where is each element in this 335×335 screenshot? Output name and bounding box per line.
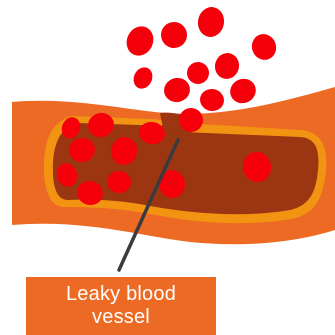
blood-cell	[198, 87, 225, 113]
leaky-blood-vessel-label: Leaky blood vessel	[26, 277, 216, 335]
blood-cell	[122, 22, 158, 60]
blood-cell	[212, 50, 242, 81]
blood-cell	[179, 108, 203, 132]
blood-cell	[248, 31, 279, 64]
blood-cell	[159, 20, 189, 50]
blood-cell	[187, 62, 209, 84]
label-line-1: Leaky blood	[66, 283, 176, 306]
blood-cell	[196, 5, 227, 39]
blood-cell	[130, 64, 156, 92]
blood-cell	[226, 75, 260, 108]
blood-cell	[161, 75, 192, 105]
label-line-2: vessel	[92, 306, 150, 329]
